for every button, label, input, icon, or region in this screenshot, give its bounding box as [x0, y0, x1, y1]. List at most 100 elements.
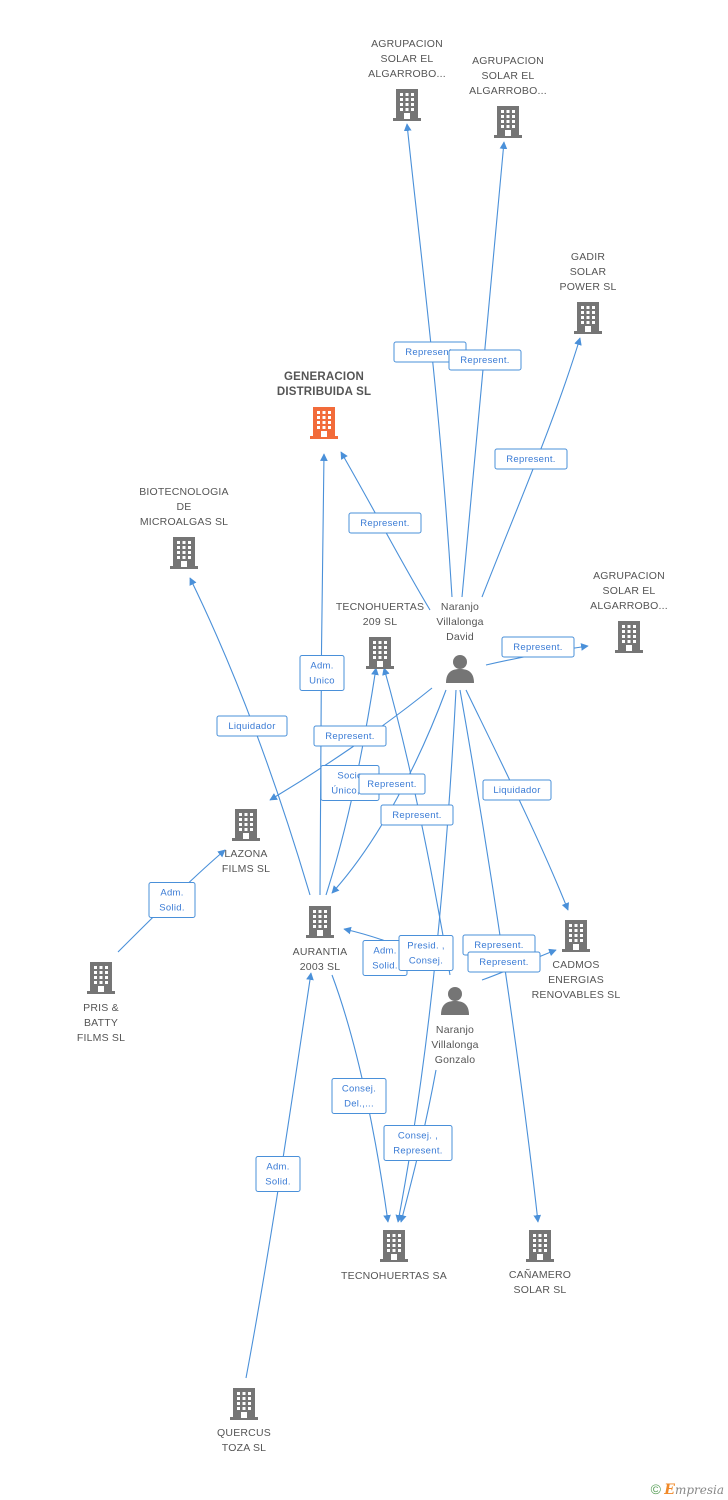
building-icon[interactable]	[230, 1388, 258, 1420]
relation-label[interactable]: Adm.Solid.	[362, 940, 408, 976]
building-icon[interactable]	[615, 621, 643, 653]
building-icon[interactable]	[366, 637, 394, 669]
relation-text: Adm.	[310, 661, 333, 672]
relation-text: Solid.	[265, 1177, 291, 1188]
edges-layer	[117, 123, 589, 1379]
node-label: David	[446, 631, 474, 643]
building-icon[interactable]	[393, 89, 421, 121]
relation-text: Consej.	[409, 956, 443, 967]
node-label: ALGARROBO...	[368, 68, 446, 80]
relation-text: Represent.	[506, 454, 555, 465]
empresia-logo[interactable]: Empresia	[664, 1482, 724, 1498]
relation-text: Represent.	[460, 355, 509, 366]
relation-text: Represent.	[367, 779, 416, 790]
node-label: ENERGIAS	[548, 974, 604, 986]
node-label: MICROALGAS SL	[140, 516, 228, 528]
node-label: Gonzalo	[435, 1054, 476, 1066]
relation-label[interactable]: Adm.Unico	[299, 655, 345, 691]
relation-label[interactable]: Represent.	[494, 448, 568, 470]
relation-label[interactable]: Liquidador	[216, 715, 288, 737]
person-icon[interactable]	[441, 987, 469, 1015]
relation-label[interactable]: Adm.Solid.	[255, 1156, 301, 1192]
relation-text: Consej. ,	[398, 1131, 438, 1142]
node-label: LAZONA	[224, 848, 267, 860]
edge-david-generacion	[340, 451, 431, 611]
node-label: Naranjo	[441, 601, 479, 613]
node-label: RENOVABLES SL	[532, 989, 621, 1001]
building-icon[interactable]	[87, 962, 115, 994]
building-icon[interactable]	[574, 302, 602, 334]
node-label: BIOTECNOLOGIA	[139, 486, 229, 498]
building-icon[interactable]	[310, 407, 338, 439]
building-icon[interactable]	[562, 920, 590, 952]
relation-label[interactable]: Represent.	[380, 804, 454, 826]
relation-label[interactable]: Represent.	[467, 951, 541, 973]
relation-text: Del.,...	[344, 1099, 374, 1110]
node-canamero[interactable]: CAÑAMERO SOLAR SL	[509, 1230, 571, 1296]
relation-label[interactable]: Liquidador	[482, 779, 552, 801]
node-label: AGRUPACION	[371, 38, 443, 50]
node-aurantia[interactable]: AURANTIA 2003 SL	[293, 906, 348, 973]
node-tecsa[interactable]: TECNOHUERTAS SA	[341, 1230, 447, 1282]
building-icon[interactable]	[306, 906, 334, 938]
relation-label[interactable]: Represent.	[501, 636, 575, 658]
relation-text: Represent.	[479, 957, 528, 968]
node-label: Villalonga	[436, 616, 483, 628]
relation-label[interactable]: Consej. Del.,...	[331, 1078, 387, 1114]
node-label: TECNOHUERTAS SA	[341, 1270, 447, 1282]
relation-label[interactable]: Represent.	[313, 725, 387, 747]
relation-text: Liquidador	[493, 785, 540, 796]
node-label: SOLAR SL	[514, 1284, 567, 1296]
node-label: 209 SL	[363, 616, 397, 628]
relation-text: Consej.	[342, 1084, 376, 1095]
node-label: FILMS SL	[77, 1032, 125, 1044]
node-label: CAÑAMERO	[509, 1268, 571, 1281]
node-label: SOLAR	[570, 266, 607, 278]
node-label: SOLAR EL	[603, 585, 656, 597]
building-icon[interactable]	[526, 1230, 554, 1262]
node-label: ALGARROBO...	[590, 600, 668, 612]
node-label: 2003 SL	[300, 961, 341, 973]
relation-text: Adm.	[373, 946, 396, 957]
relation-text: Represent.	[393, 1146, 442, 1157]
relation-text: Represent.	[474, 940, 523, 951]
edge-david-agrupacion-2	[461, 141, 508, 598]
relations-layer: Represent. Represent. Represent. Represent.…	[148, 341, 575, 1192]
person-icon[interactable]	[446, 655, 474, 683]
building-icon[interactable]	[494, 106, 522, 138]
building-icon[interactable]	[232, 809, 260, 841]
relation-text: Único,...	[331, 786, 369, 797]
relation-label[interactable]: Presid. ,Consej.	[398, 935, 454, 971]
relation-text: Socio	[337, 771, 362, 782]
relation-label[interactable]: Consej. , Represent.	[383, 1125, 453, 1161]
relation-label[interactable]: Represent.	[358, 773, 426, 795]
copyright-icon: ©	[650, 1481, 661, 1497]
node-label: GADIR	[571, 251, 605, 263]
relation-text: Adm.	[160, 888, 183, 899]
relation-text: Represent.	[392, 810, 441, 821]
node-label: Naranjo	[436, 1024, 474, 1036]
relation-label[interactable]: Represent.	[448, 349, 522, 371]
building-icon[interactable]	[170, 537, 198, 569]
node-label: TECNOHUERTAS	[336, 601, 424, 613]
building-icon[interactable]	[380, 1230, 408, 1262]
relation-label[interactable]: Adm.Solid.	[148, 882, 196, 918]
node-label: AURANTIA	[293, 946, 348, 958]
node-label: GENERACION	[284, 371, 364, 383]
edge-david-aurantia	[331, 689, 447, 894]
node-tec209[interactable]: TECNOHUERTAS 209 SL	[336, 601, 424, 669]
relation-label[interactable]: Represent.	[348, 512, 422, 534]
